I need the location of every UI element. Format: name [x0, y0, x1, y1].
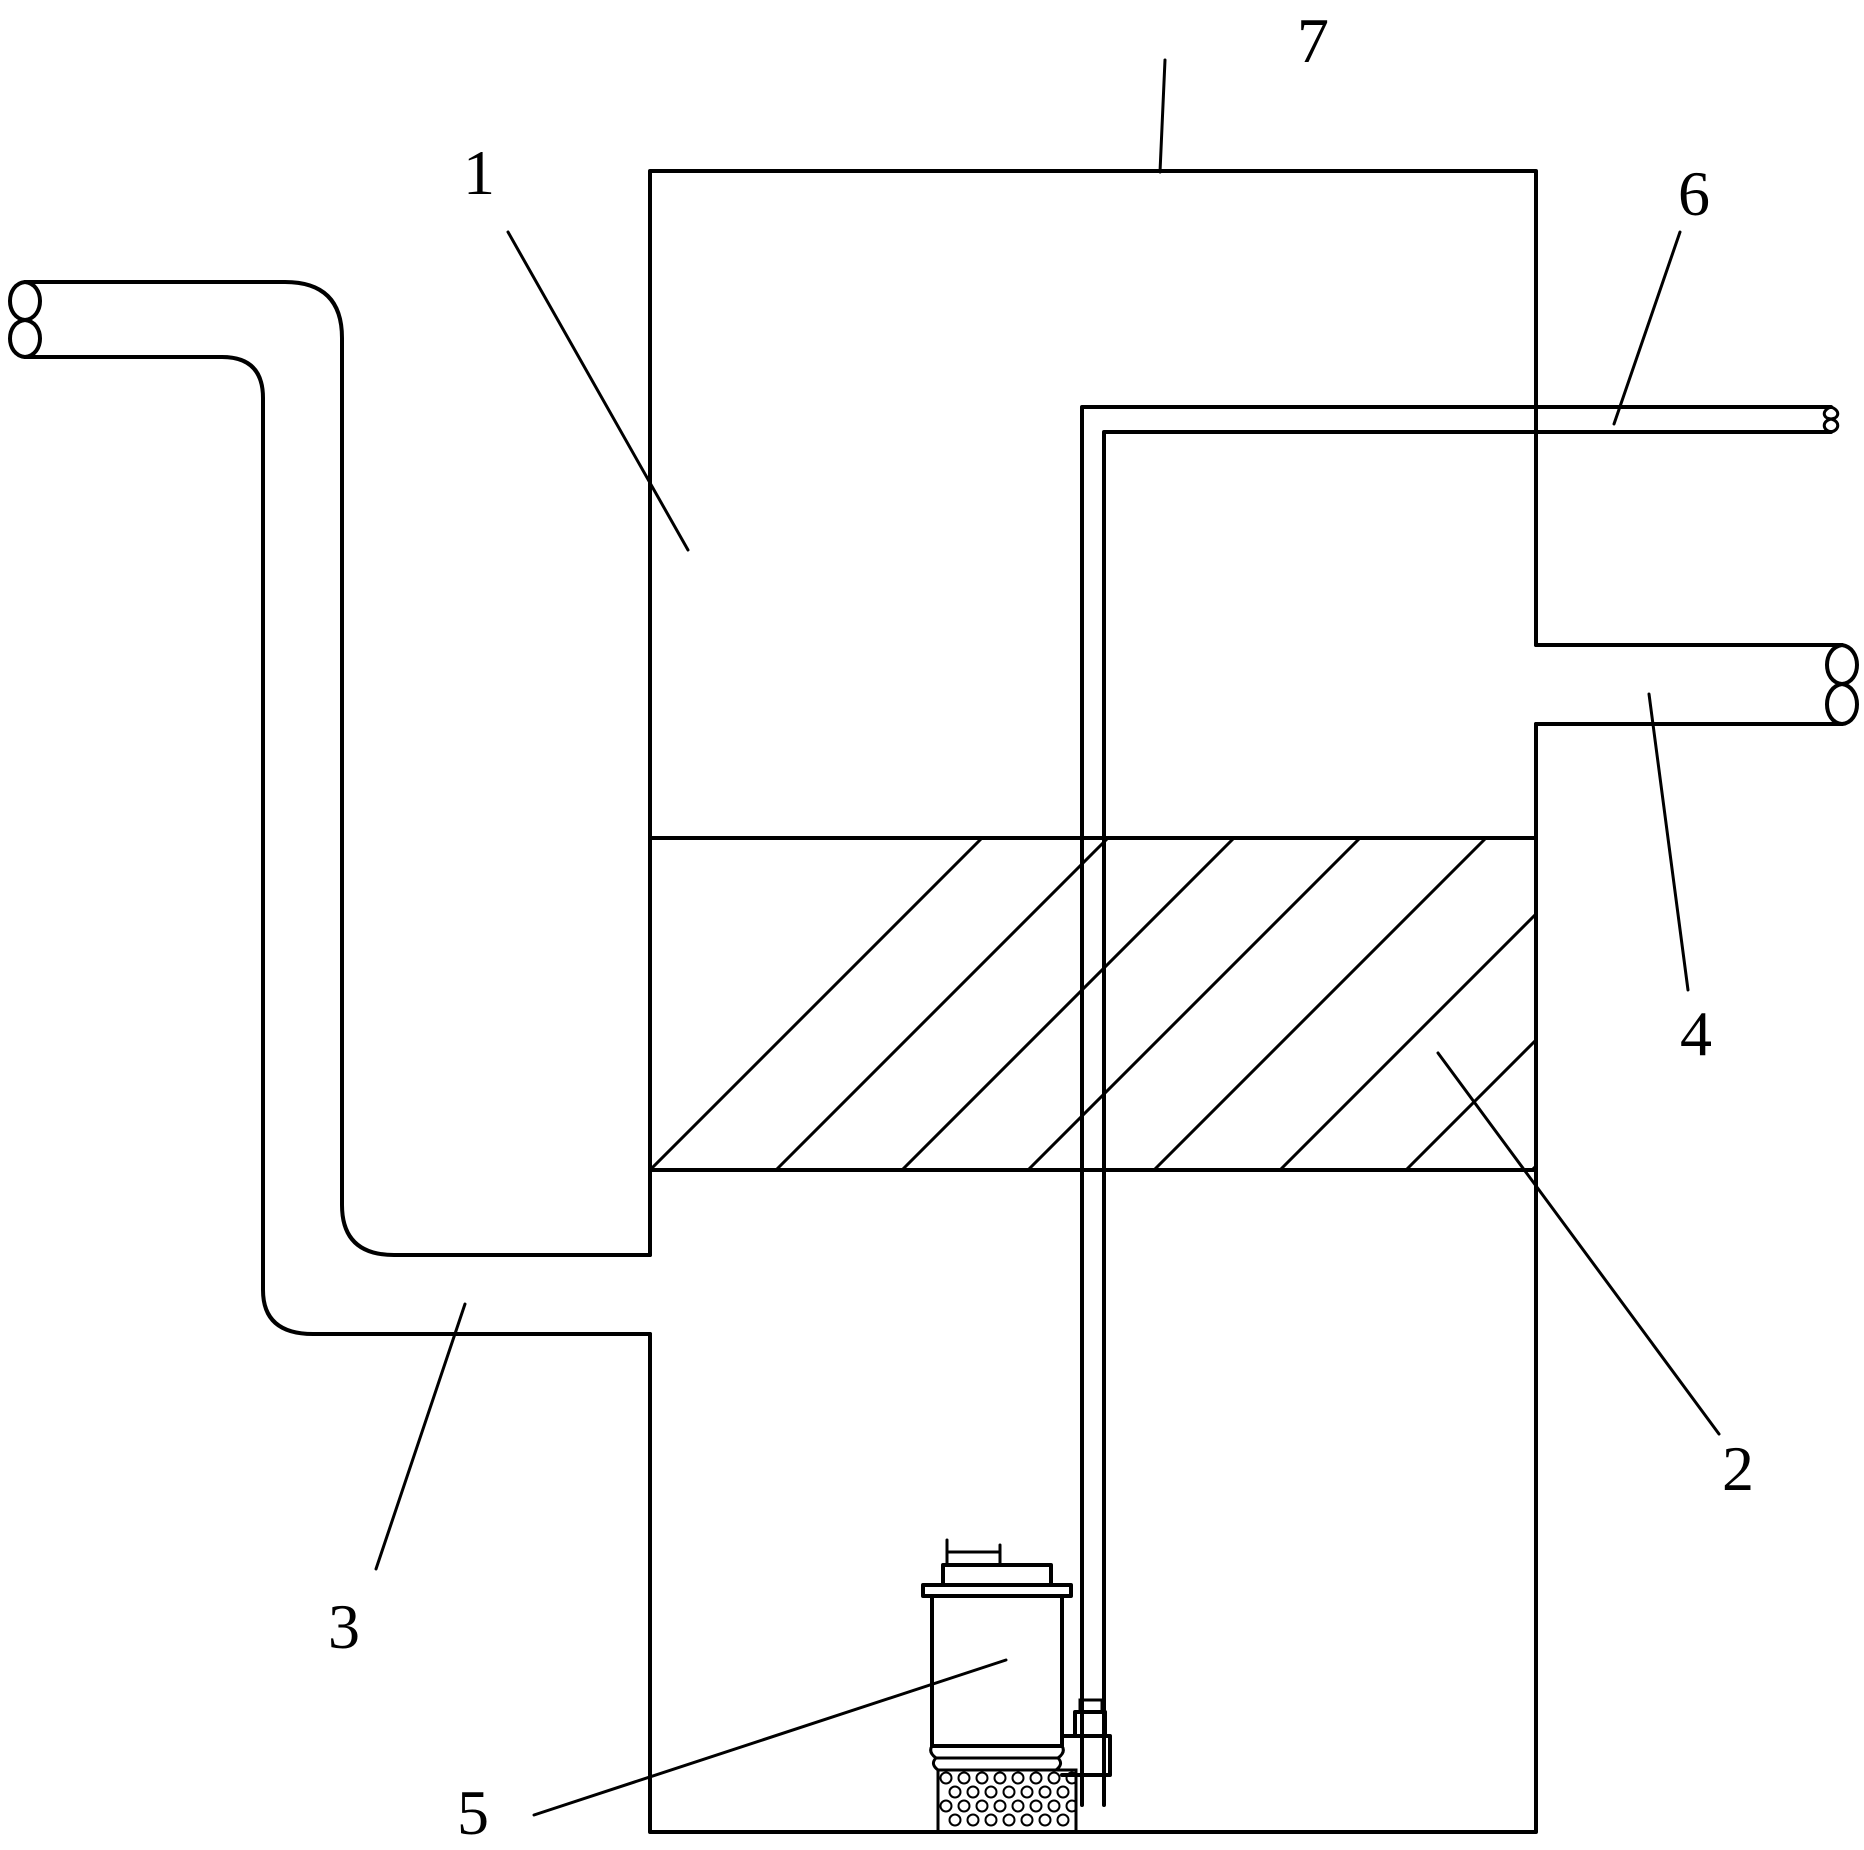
mesh-hole	[993, 1799, 1007, 1813]
mesh-hole	[975, 1799, 989, 1813]
mesh-hole	[1065, 1771, 1076, 1785]
pipe-break-symbol	[1822, 405, 1840, 434]
mesh-hole	[984, 1813, 998, 1827]
hatch-line	[1026, 838, 1362, 1170]
leader-line-1	[506, 230, 690, 552]
mesh-hole	[1029, 1799, 1043, 1813]
mesh-hole	[966, 1785, 980, 1799]
leader-line-4	[1647, 692, 1690, 992]
mesh-hole	[1020, 1813, 1034, 1827]
mesh-hole	[1011, 1771, 1025, 1785]
mesh-hole	[984, 1785, 998, 1799]
mesh-hole	[957, 1771, 971, 1785]
mesh-hole	[939, 1799, 953, 1813]
label-2: 2	[1722, 1433, 1754, 1504]
leader-lines	[374, 58, 1721, 1817]
mesh-hole	[939, 1771, 953, 1785]
pipe-break-symbol	[8, 280, 42, 359]
hatch-line	[1784, 838, 1864, 1170]
mesh-hole	[1065, 1799, 1076, 1813]
label-4: 4	[1680, 998, 1712, 1069]
submersible-pump	[921, 1538, 1112, 1834]
mesh-hole	[1011, 1799, 1025, 1813]
hatch-line	[1404, 1037, 1536, 1170]
label-1: 1	[463, 137, 495, 208]
leader-line-5	[532, 1658, 1008, 1817]
outlet-pipe	[1534, 643, 1859, 726]
label-3: 3	[328, 1591, 360, 1662]
mesh-hole	[1020, 1785, 1034, 1799]
leader-line-7	[1158, 58, 1167, 174]
inlet-pipe	[8, 280, 652, 1336]
hatch-line	[774, 838, 1110, 1170]
discharge-pipe	[1080, 405, 1840, 1807]
hatch-line	[1278, 911, 1536, 1170]
mesh-hole	[948, 1785, 962, 1799]
mesh-hole	[1029, 1771, 1043, 1785]
mesh-hole	[1002, 1785, 1016, 1799]
mesh-hole	[948, 1813, 962, 1827]
label-5: 5	[457, 1777, 489, 1848]
mesh-hole	[1056, 1785, 1070, 1799]
mesh-hole	[966, 1813, 980, 1827]
mesh-hole	[1038, 1813, 1052, 1827]
mesh-hole	[993, 1771, 1007, 1785]
label-7: 7	[1297, 5, 1329, 76]
mesh-hole	[1038, 1785, 1052, 1799]
tank-body	[648, 169, 1538, 1834]
leader-line-6	[1612, 230, 1682, 426]
leader-line-3	[374, 1302, 467, 1571]
leader-line-2	[1436, 1051, 1721, 1436]
hatch-line	[900, 838, 1236, 1170]
mesh-hole	[1056, 1813, 1070, 1827]
mesh-hole	[1002, 1813, 1016, 1827]
hatch-line	[650, 838, 984, 1170]
hatch-line	[1152, 838, 1488, 1170]
mesh-hole	[1047, 1799, 1061, 1813]
pipe-break-symbol	[1825, 643, 1859, 726]
label-6: 6	[1678, 158, 1710, 229]
mesh-hole	[975, 1771, 989, 1785]
mesh-hole	[957, 1799, 971, 1813]
mesh-hole	[1047, 1771, 1061, 1785]
